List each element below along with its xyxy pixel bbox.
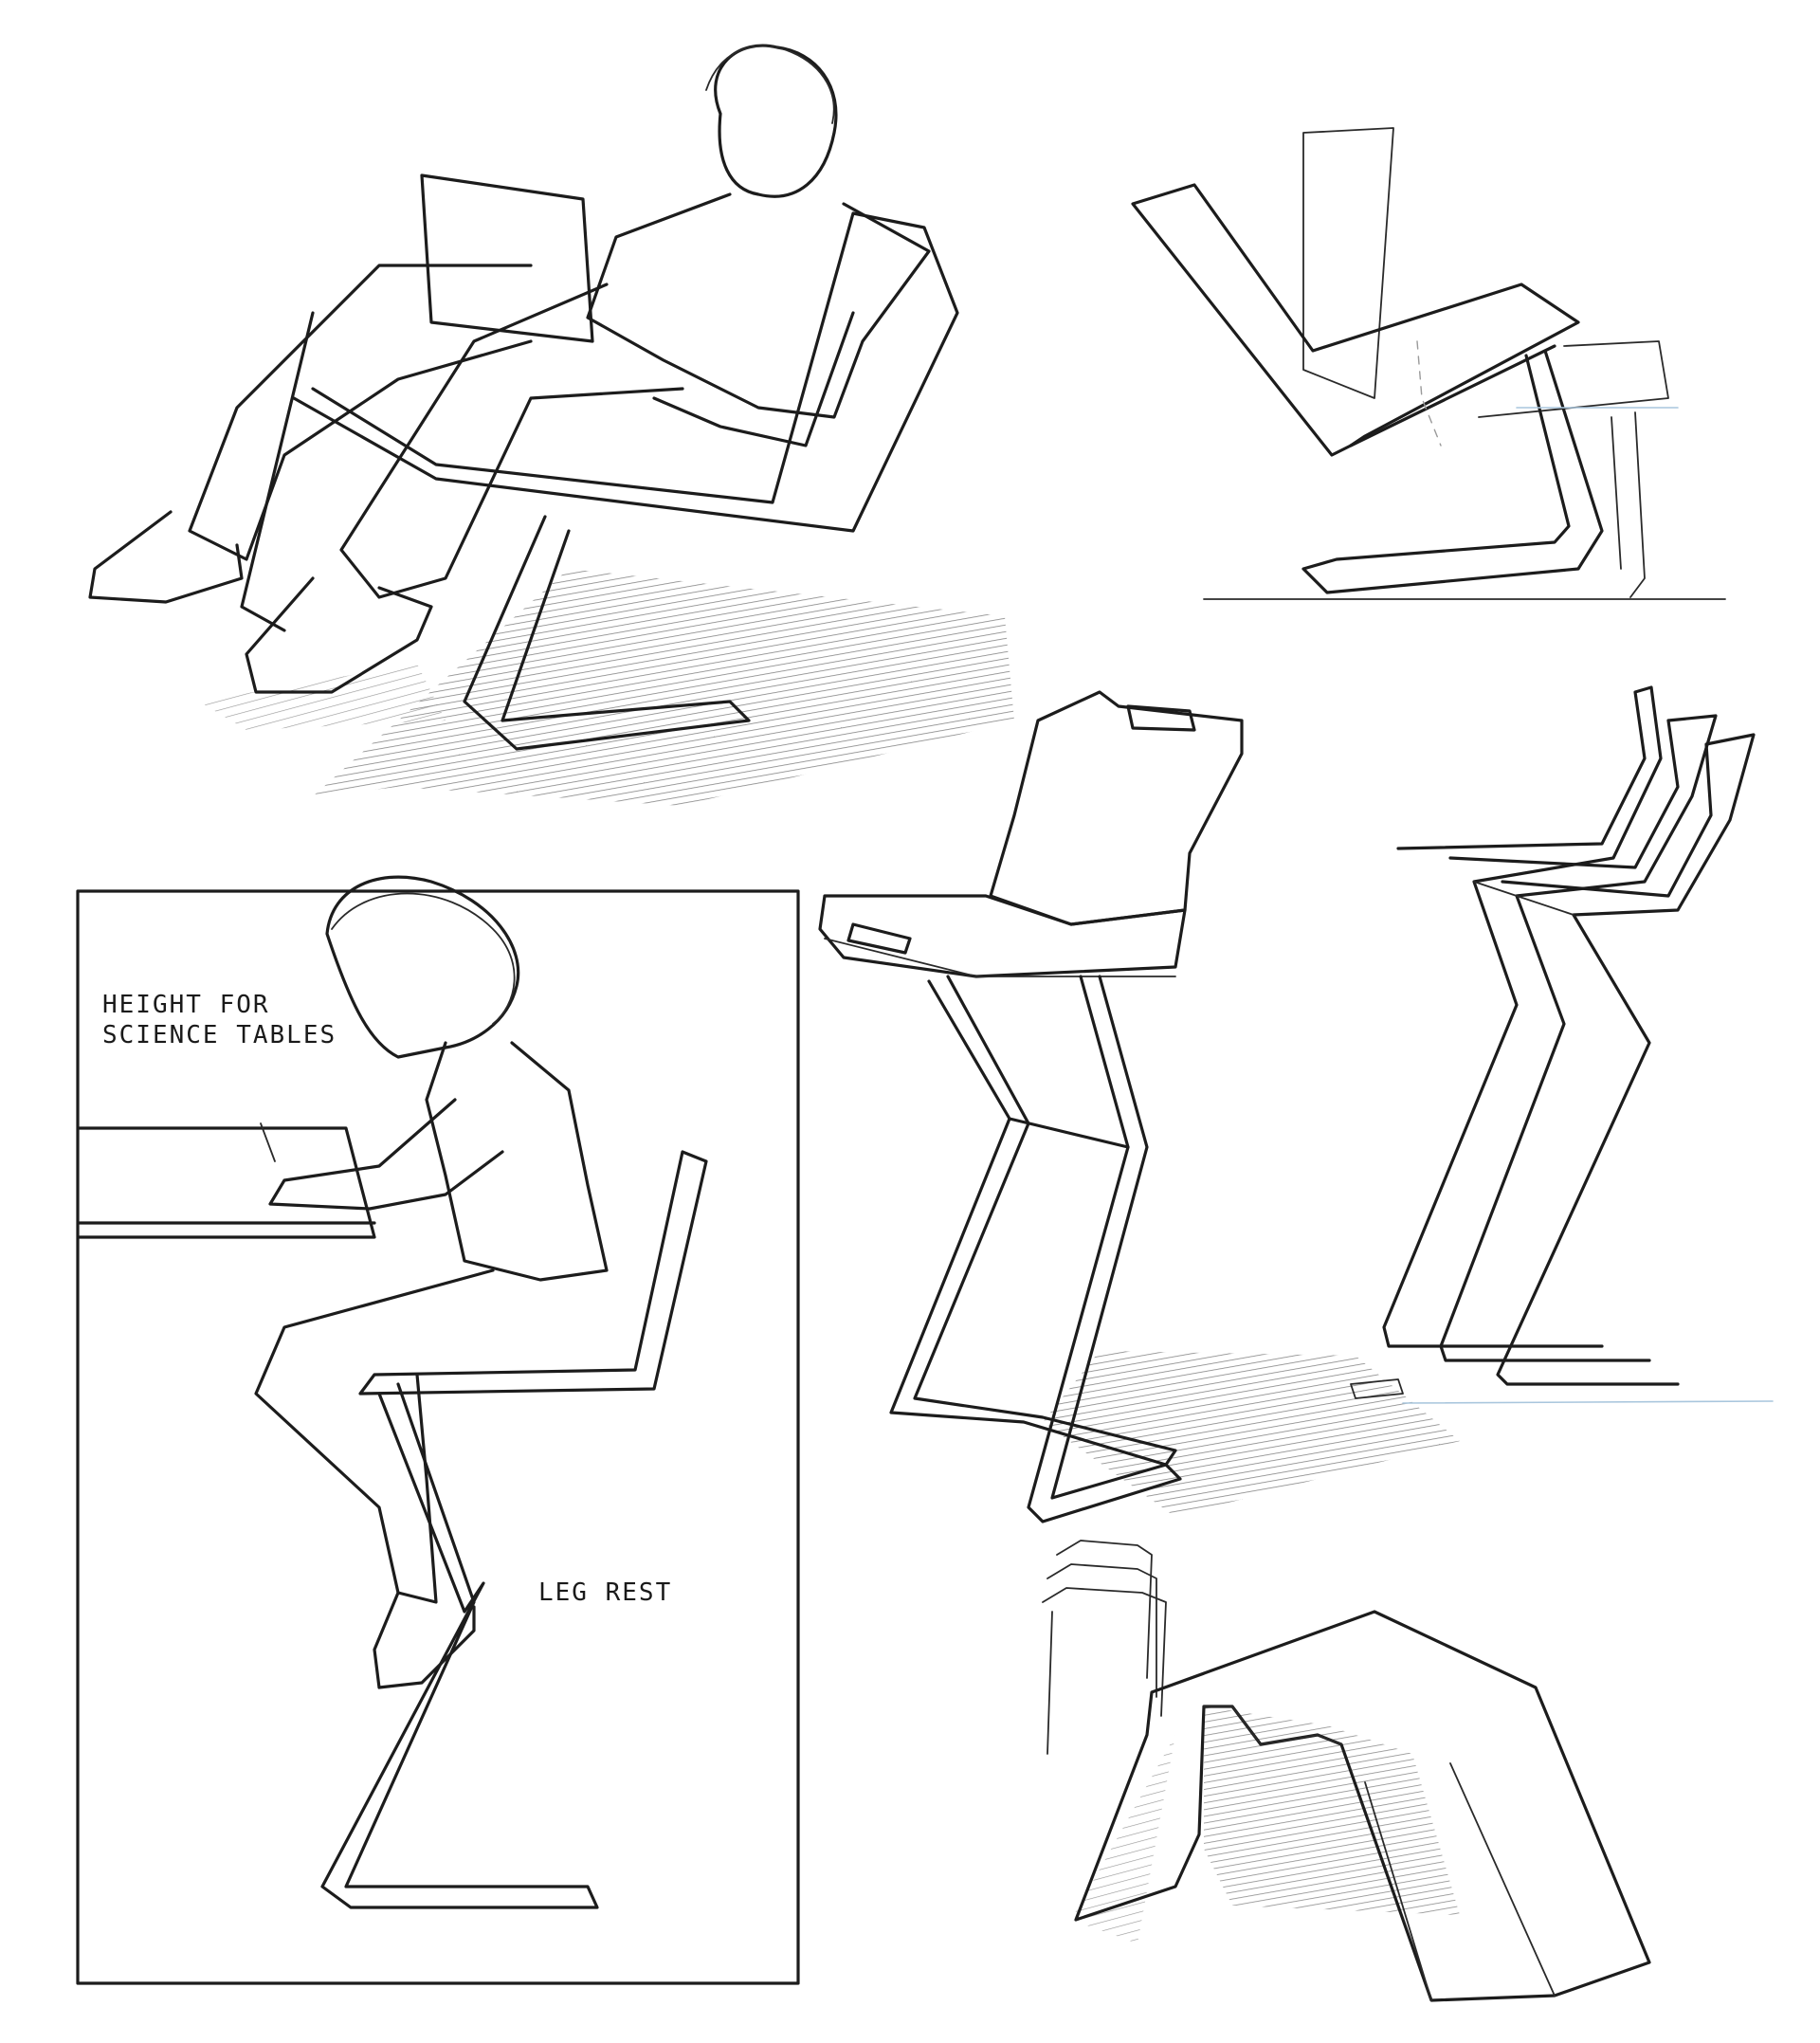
man-torso	[586, 192, 931, 419]
reclining-chair-frame	[463, 515, 751, 751]
shell-notch	[1203, 1706, 1342, 1745]
man-hair	[705, 45, 835, 124]
shadow-slot	[1350, 1378, 1404, 1399]
stack-chair-2	[1439, 714, 1718, 1362]
front-chair-frame	[1301, 349, 1604, 594]
stool-frame-rear	[1027, 975, 1182, 1523]
stool-crossbar	[1008, 1117, 1130, 1149]
seat-handle-slot	[846, 922, 912, 955]
girl-shoe	[373, 1591, 476, 1689]
sketch-bent-shell	[1071, 1610, 1651, 2002]
girl-hair	[331, 892, 516, 1025]
annotation-height-line-2: SCIENCE TABLES	[102, 1021, 337, 1049]
stool-frame-front	[889, 975, 1177, 1467]
laptop	[420, 173, 594, 343]
rear-chair-back	[1302, 127, 1394, 399]
front-chair-dash	[1416, 340, 1442, 447]
stack-chair-1	[1382, 685, 1663, 1348]
stool-backrest	[989, 690, 1244, 926]
man-shoe-front	[245, 576, 433, 694]
girl-head	[325, 875, 520, 1059]
shadow-reclining-legs	[199, 664, 446, 730]
ground-line-stack	[1402, 1400, 1774, 1404]
thumb-chair-1	[1056, 1540, 1153, 1679]
girl-arm	[268, 1098, 504, 1211]
shell-edge	[1364, 1762, 1556, 2001]
stack-chair-3	[1496, 733, 1756, 1386]
front-chair-seat-underside	[1349, 344, 1556, 447]
reclining-chair-rear-leg	[240, 311, 315, 632]
annotation-leg-rest: LEG REST	[538, 1578, 673, 1607]
sketch-stacked-chairs	[1382, 685, 1774, 1404]
pencil	[260, 1122, 276, 1162]
sketch-reclining-man	[88, 44, 1014, 806]
sketch-science-table	[76, 875, 800, 1985]
annotation-height-for-science-tables: HEIGHT FOR SCIENCE TABLES	[102, 990, 337, 1050]
sketch-cantilever-chairs	[1131, 127, 1726, 600]
rear-chair-frame	[1611, 411, 1646, 598]
shadow-high-stool	[1043, 1351, 1460, 1517]
annotation-height-line-1: HEIGHT FOR	[102, 991, 270, 1019]
backrest-handle-slot	[1126, 704, 1196, 732]
stool-frame	[358, 1150, 708, 1395]
sketch-high-stool	[818, 690, 1460, 1523]
sketch-stack-thumbnail	[1042, 1540, 1167, 1755]
shadow-reclining	[313, 569, 1014, 806]
seat-edge	[824, 938, 1176, 977]
thumb-chair-3	[1042, 1587, 1167, 1755]
stool-leg	[320, 1382, 599, 1909]
science-table	[78, 1126, 376, 1239]
man-head	[714, 44, 838, 198]
thumb-chair-2	[1046, 1563, 1157, 1698]
girl-torso	[425, 1041, 609, 1282]
stool-seat	[818, 894, 1187, 978]
man-arm	[652, 311, 855, 447]
man-leg-back	[188, 264, 533, 561]
frame-border	[76, 889, 800, 1985]
girl-leg	[254, 1268, 495, 1604]
rear-chair-seat	[1478, 340, 1669, 418]
man-leg-front	[339, 283, 684, 599]
stack-chair-rail	[1473, 881, 1574, 916]
shell-inner-shading	[1204, 1706, 1460, 1915]
reclining-chair-shell	[292, 211, 959, 533]
man-shoe-back	[88, 510, 244, 604]
shell-floor-shading	[1071, 1735, 1175, 1943]
front-chair-back-seat	[1131, 183, 1580, 457]
